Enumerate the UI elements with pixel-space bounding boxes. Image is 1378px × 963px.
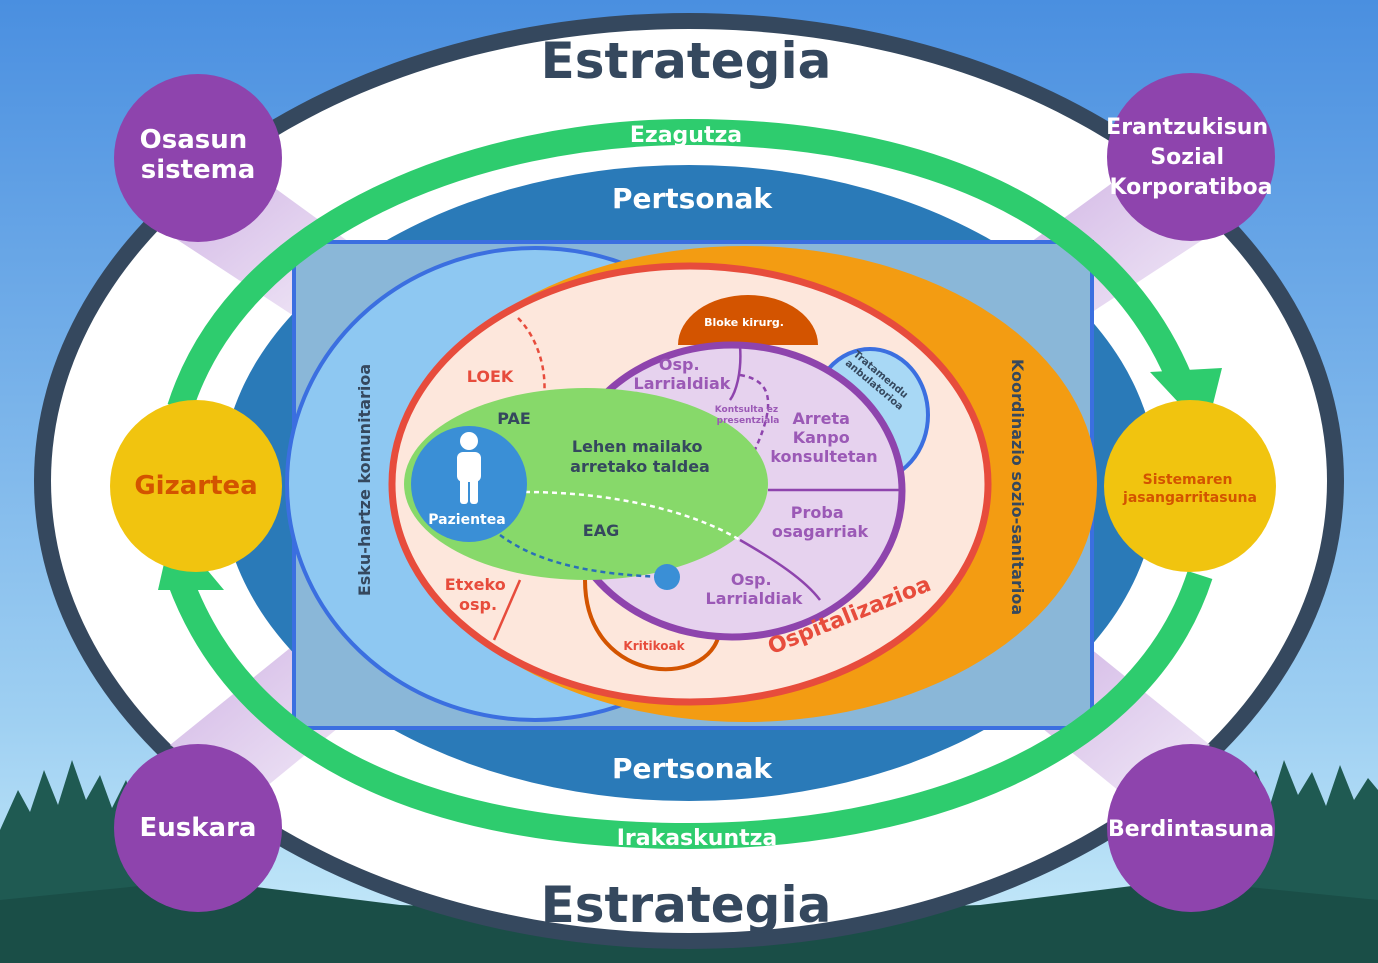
eag-label: EAG [583,521,619,540]
persons-label-top: Pertsonak [612,182,773,215]
non-presential-label: Kontsulta ez presentziala [715,405,782,426]
person-icon [457,432,481,504]
home-hosp-divider [492,579,522,641]
patient-label: Pazientea [428,512,505,528]
surgical-block-label: Bloke kirurg. [704,316,784,329]
society-label: Gizartea [134,471,257,501]
coordination-label: Koordinazio sozio-sanitarioa [1008,359,1027,615]
patient-flow-line [499,533,666,579]
basque-circle [114,744,282,912]
loek-label: LOEK [467,367,514,386]
knowledge-arrow [167,118,1193,412]
equality-label: Berdintasuna [1108,817,1274,842]
equality-circle [1107,744,1275,912]
health-system-label: Osasun sistema [140,125,257,185]
teaching-label: Irakaskuntza [617,826,778,851]
teaching-arrow [167,570,1213,850]
pae-label: PAE [497,409,531,428]
csr-circle [1107,73,1275,241]
hospital-dividers [728,345,900,601]
er-bottom-label: Osp. Larrialdiak [706,570,803,608]
patient-flow-dot [654,564,680,590]
health-system-circle [114,74,282,242]
strategy-title-top: Estrategia [541,32,832,90]
basque-label: Euskara [140,813,257,843]
sustainability-circle [1104,400,1276,572]
primary-team-label: Lehen mailako arretako taldea [570,437,710,476]
tests-label: Proba osagarriak [772,503,869,541]
patient-circle [411,426,527,542]
strategy-title-bottom: Estrategia [541,876,832,934]
surgical-block-shape [678,295,818,345]
society-circle [110,400,282,572]
eag-flow-line [524,490,741,542]
critical-label: Kritikoak [623,639,685,653]
er-top-label: Osp. Larrialdiak [634,355,731,393]
sustainability-label: Sistemaren jasangarritasuna [1122,472,1257,506]
outpatient-label: Arreta Kanpo konsultetan [770,409,877,466]
knowledge-label: Ezagutza [630,123,742,148]
persons-label-bottom: Pertsonak [612,752,773,785]
home-hosp-label: Etxeko osp. [445,575,512,614]
csr-label: Erantzukisun Sozial Korporatiboa [1106,115,1276,200]
community-label: Esku-hartze komunitarioa [355,364,374,596]
